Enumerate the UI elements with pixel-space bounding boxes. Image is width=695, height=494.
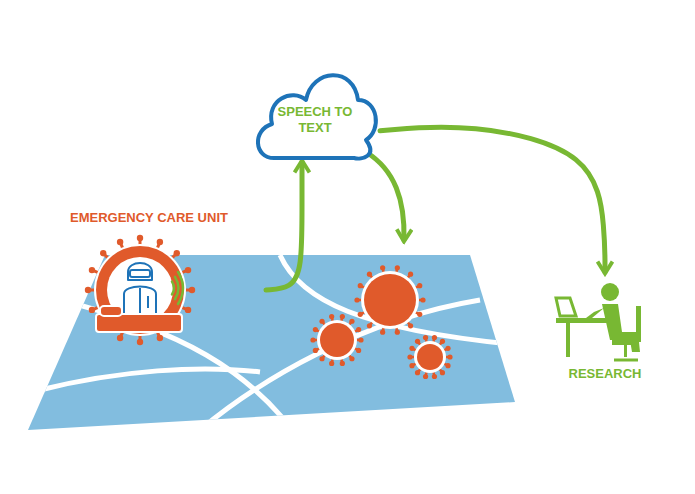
map-arrow: [366, 152, 404, 240]
cloud-node: SPEECH TO TEXT: [250, 58, 380, 162]
virus-icon: [354, 265, 425, 335]
map-roads: [40, 255, 520, 440]
virus-icon: [310, 314, 363, 366]
node-heading: EMERGENCY CARE UNIT: [70, 210, 228, 226]
ecu-icon: [66, 210, 266, 352]
flow-arrow: [266, 162, 302, 290]
virus-group: [310, 265, 452, 379]
virus-icon: [407, 335, 452, 379]
node-heading: RESEARCH: [569, 366, 642, 382]
flow-arrow: [380, 127, 605, 272]
research-node: RESEARCH: [548, 272, 662, 384]
cloud-label: SPEECH TO TEXT: [277, 104, 353, 136]
care-unit-node: EMERGENCY CARE UNIT: [66, 210, 266, 352]
